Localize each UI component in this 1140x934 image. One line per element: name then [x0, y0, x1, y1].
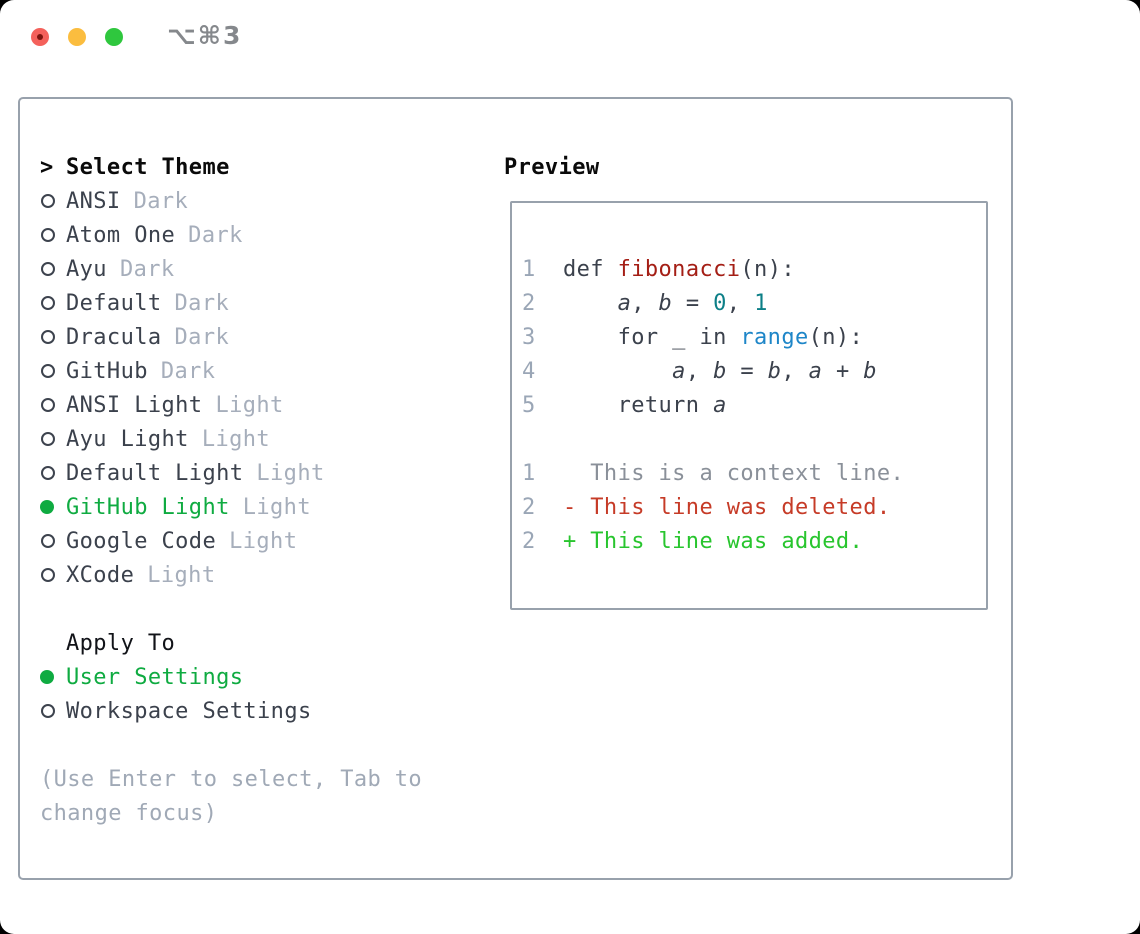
theme-variant: Light: [201, 426, 271, 452]
radio-selected-icon: [40, 669, 54, 684]
blank-line: [512, 422, 986, 456]
theme-variant: Light: [147, 562, 216, 588]
theme-name: XCode: [66, 562, 135, 588]
radio-icon: [41, 703, 55, 718]
theme-variant: Light: [229, 528, 298, 554]
diff-added-line: 2+ This line was added.: [522, 528, 864, 554]
theme-list: > Select Theme ANSI Dark Atom One Dark A…: [40, 150, 422, 830]
line-number: 1: [522, 460, 536, 486]
spacer: [40, 592, 422, 626]
traffic-lights: [31, 28, 123, 46]
select-theme-header: > Select Theme: [40, 150, 422, 184]
radio-icon: [41, 363, 55, 378]
theme-option-ayu-dark[interactable]: Ayu Dark: [40, 252, 422, 286]
apply-option-label: Workspace Settings: [66, 698, 312, 724]
radio-icon: [41, 295, 55, 310]
theme-option-ansi-light[interactable]: ANSI Light Light: [40, 388, 422, 422]
minimize-button[interactable]: [68, 28, 86, 46]
theme-name: Default: [66, 290, 162, 316]
radio-icon: [41, 397, 55, 412]
theme-variant: Light: [256, 460, 325, 486]
theme-name: Dracula: [66, 324, 162, 350]
radio-icon: [41, 193, 55, 208]
code-line: 3 for _ in range(n):: [522, 324, 864, 350]
code-line: 2 a, b = 0, 1: [522, 290, 768, 316]
select-theme-title: Select Theme: [66, 154, 230, 180]
line-number: 2: [522, 528, 536, 554]
radio-icon: [41, 329, 55, 344]
radio-icon: [41, 227, 55, 242]
line-number: 3: [522, 324, 536, 350]
theme-option-atom-one-dark[interactable]: Atom One Dark: [40, 218, 422, 252]
theme-name: GitHub: [66, 358, 148, 384]
theme-variant: Dark: [119, 256, 175, 282]
apply-to-header: Apply To: [40, 626, 422, 660]
diff-context-line: 1 This is a context line.: [522, 460, 905, 486]
theme-option-ansi-dark[interactable]: ANSI Dark: [40, 184, 422, 218]
window-title: ⌥⌘3: [167, 21, 243, 50]
theme-selector-panel: > Select Theme ANSI Dark Atom One Dark A…: [18, 97, 1013, 880]
apply-to-title: Apply To: [66, 630, 176, 656]
prompt-caret-icon: >: [40, 154, 54, 180]
theme-option-ayu-light[interactable]: Ayu Light Light: [40, 422, 422, 456]
spacer: [40, 728, 422, 762]
line-number: 5: [522, 392, 536, 418]
radio-icon: [41, 465, 55, 480]
theme-variant: Dark: [174, 290, 230, 316]
line-number: 2: [522, 290, 536, 316]
line-number: 2: [522, 494, 536, 520]
theme-name: Atom One: [66, 222, 176, 248]
theme-option-dracula-dark[interactable]: Dracula Dark: [40, 320, 422, 354]
theme-name: ANSI: [66, 188, 121, 214]
line-number: 1: [522, 256, 536, 282]
theme-option-xcode[interactable]: XCode Light: [40, 558, 422, 592]
theme-option-default-dark[interactable]: Default Dark: [40, 286, 422, 320]
code-line: 5 return a: [522, 392, 727, 418]
theme-option-github-light[interactable]: GitHub Light Light: [40, 490, 422, 524]
theme-variant: Light: [242, 494, 311, 520]
zoom-button[interactable]: [105, 28, 123, 46]
theme-option-default-light[interactable]: Default Light Light: [40, 456, 422, 490]
theme-option-github-dark[interactable]: GitHub Dark: [40, 354, 422, 388]
apply-option-label: User Settings: [66, 664, 244, 690]
keyboard-hint-line-2: change focus): [40, 800, 218, 826]
radio-icon: [41, 261, 55, 276]
radio-icon: [41, 431, 55, 446]
apply-option-user-settings[interactable]: User Settings: [40, 660, 422, 694]
theme-option-google-code[interactable]: Google Code Light: [40, 524, 422, 558]
theme-variant: Dark: [160, 358, 216, 384]
radio-selected-icon: [40, 499, 54, 514]
theme-name: Ayu: [66, 256, 107, 282]
title-bar: ⌥⌘3: [0, 0, 1140, 75]
apply-option-workspace-settings[interactable]: Workspace Settings: [40, 694, 422, 728]
theme-variant: Light: [215, 392, 284, 418]
line-number: 4: [522, 358, 536, 384]
theme-name: Default Light: [66, 460, 244, 486]
radio-icon: [41, 533, 55, 548]
radio-icon: [41, 567, 55, 582]
close-button[interactable]: [31, 28, 49, 46]
theme-name: Ayu Light: [66, 426, 189, 452]
theme-name: ANSI Light: [66, 392, 203, 418]
preview-title: Preview: [504, 154, 600, 180]
theme-variant: Dark: [188, 222, 243, 248]
theme-variant: Dark: [174, 324, 230, 350]
code-line: 4 a, b = b, a + b: [522, 358, 877, 384]
diff-deleted-line: 2- This line was deleted.: [522, 494, 891, 520]
keyboard-hint-line-1: (Use Enter to select, Tab to: [40, 766, 423, 792]
theme-variant: Dark: [133, 188, 189, 214]
theme-name-selected: GitHub Light: [66, 494, 230, 520]
theme-name: Google Code: [66, 528, 217, 554]
